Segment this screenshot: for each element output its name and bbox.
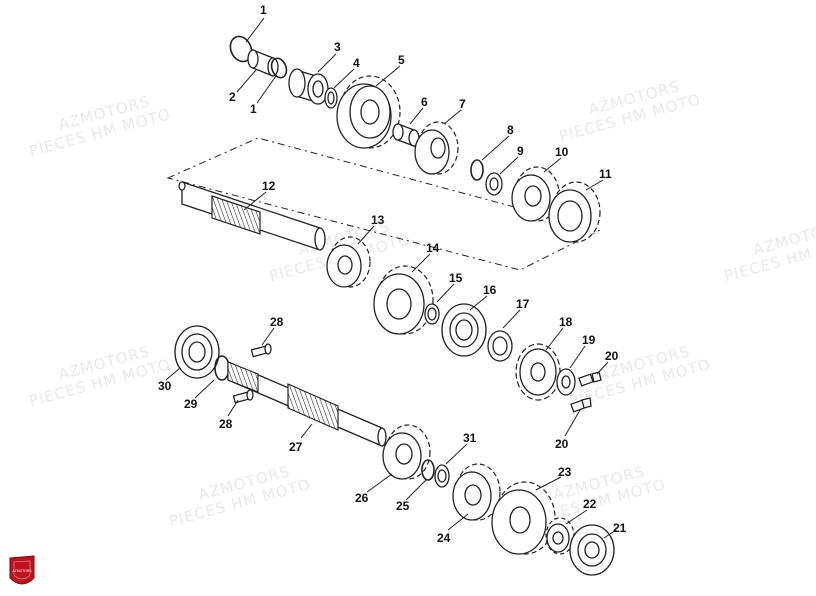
circlip-1-top (229, 35, 253, 63)
callout-8: 8 (507, 123, 514, 137)
washer-9 (485, 172, 503, 196)
gear-24 (452, 463, 501, 521)
callout-21: 21 (613, 521, 627, 535)
azmotors-logo: AZMOTORS (9, 555, 35, 585)
counter-shaft-27 (227, 361, 387, 447)
gear-10 (511, 166, 560, 222)
callout-6: 6 (421, 95, 428, 109)
callout-20-bottom: 20 (555, 437, 569, 451)
callout-15: 15 (449, 271, 463, 285)
callout-20-top: 20 (605, 349, 619, 363)
assembly-frame (166, 137, 602, 271)
callout-4: 4 (353, 56, 360, 70)
bearing-21 (569, 524, 615, 576)
callout-19: 19 (582, 333, 596, 347)
gear-22 (545, 517, 575, 555)
callout-25: 25 (396, 499, 410, 513)
callout-16: 16 (483, 283, 497, 297)
callout-22: 22 (583, 497, 597, 511)
washer-15 (424, 303, 440, 325)
callout-3: 3 (334, 40, 341, 54)
gear-14 (373, 265, 434, 335)
washer-31 (434, 464, 450, 488)
callout-31: 31 (463, 431, 477, 445)
callout-24: 24 (437, 531, 451, 545)
callout-9: 9 (517, 144, 524, 158)
callout-5: 5 (398, 53, 405, 67)
callout-29: 29 (184, 397, 198, 411)
bushing-2 (247, 49, 279, 77)
callout-28-bottom: 28 (219, 417, 233, 431)
gear-23 (491, 481, 556, 555)
bolt-20-top (578, 371, 602, 387)
callout-1-lower: 1 (250, 102, 257, 116)
gear-11 (548, 181, 601, 243)
gear-7 (414, 121, 459, 175)
callout-1-top: 1 (260, 3, 267, 17)
callout-12: 12 (262, 179, 276, 193)
bolt-28-bottom (232, 389, 254, 404)
callout-7: 7 (459, 97, 466, 111)
callout-17: 17 (516, 297, 530, 311)
bolt-28-top (250, 343, 272, 358)
washer-4 (324, 87, 338, 109)
circlip-8 (470, 159, 484, 181)
bearing-3 (288, 68, 329, 105)
callout-30: 30 (158, 379, 172, 393)
seal-17 (487, 330, 513, 362)
sprocket-18 (515, 343, 561, 401)
bolt-20-bottom (570, 397, 592, 413)
circlip-25 (421, 459, 435, 481)
callout-2: 2 (229, 90, 236, 104)
callout-18: 18 (559, 315, 573, 329)
bushing-6 (392, 123, 420, 147)
callout-13: 13 (371, 213, 385, 227)
callout-28-top: 28 (270, 315, 284, 329)
circlip-29 (214, 355, 230, 381)
gear-13 (326, 236, 371, 288)
callout-labels: 1 2 1 3 4 5 6 7 8 9 10 11 12 13 14 15 16… (158, 3, 627, 545)
logo-text: AZMOTORS (12, 569, 32, 573)
circlip-1-lower (270, 57, 288, 79)
gear-26 (382, 424, 431, 480)
callout-14: 14 (426, 241, 440, 255)
callout-10: 10 (555, 145, 569, 159)
lock-plate-19 (556, 368, 576, 396)
callout-23: 23 (558, 465, 572, 479)
callout-11: 11 (599, 167, 612, 181)
callout-26: 26 (355, 491, 369, 505)
bearing-16 (441, 303, 487, 357)
gear-5 (336, 75, 401, 149)
callout-leaders (165, 17, 617, 539)
main-shaft-12 (178, 181, 326, 251)
bearing-30 (174, 325, 220, 379)
callout-27: 27 (289, 440, 303, 454)
